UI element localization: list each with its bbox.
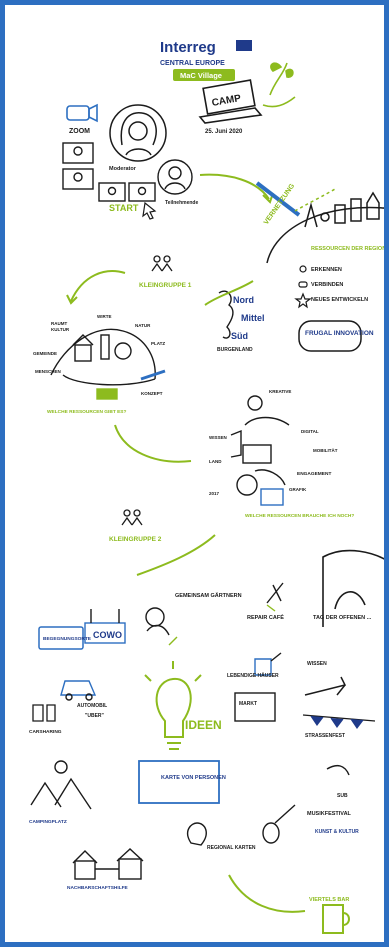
cursor-icon [143, 203, 155, 219]
group1-tag-2: KULTUR [51, 327, 70, 332]
wissen-label: WISSEN [307, 661, 327, 667]
interreg-logo: Interreg CENTRAL EUROPE MaC Village [160, 39, 252, 81]
exchange-arrows-icon [305, 677, 345, 695]
camp-label: CAMPINGPLATZ [29, 819, 67, 825]
guitar-icon [263, 805, 295, 843]
participant-portrait [158, 160, 192, 194]
camp-title: CAMP [211, 93, 242, 109]
bar-label: VIERTELS BAR [309, 897, 349, 903]
center-tag-2: DIGITAL [301, 429, 319, 434]
center-tag-4: ENGAGEMENT [297, 471, 331, 477]
frugal-label: FRUGAL INNOVATION [305, 330, 374, 337]
repair-tools-icon [267, 583, 283, 611]
streetfest-label: STRASSENFEST [305, 733, 345, 739]
group1-people-icon [152, 256, 172, 271]
village-sketch [51, 329, 165, 399]
kunst-label: KUNST & KULTUR [315, 829, 359, 835]
cowo-label: COWO [93, 630, 122, 640]
resources-item-1: ERKENNEN [311, 267, 342, 273]
camp-date: 25. Juni 2020 [205, 129, 243, 135]
center-tag-6: WISSEN [209, 435, 227, 440]
center-tag-7: LAND [209, 459, 222, 464]
nord-label: Nord [233, 295, 254, 305]
car-icon [61, 681, 95, 700]
bar-glass-icon [323, 905, 349, 933]
lebendige-label: LEBENDIGE HÄUSER [227, 672, 279, 679]
mittel-label: Mittel [241, 313, 265, 323]
zoom-label: ZOOM [69, 128, 90, 135]
lightbulb-icon [145, 661, 201, 749]
moderator-label: Moderator [109, 166, 137, 172]
eu-flag-icon [236, 40, 252, 51]
nachbarschaft-label: NACHBARSCHAFTSHILFE [67, 885, 129, 891]
markt-label: MARKT [239, 701, 257, 707]
repair-label: REPAIR CAFÉ [247, 613, 284, 621]
group1-tag-1: RAUMT [51, 321, 67, 326]
center-question: WELCHE RESSOURCEN BRAUCHE ICH NOCH? [245, 513, 354, 519]
logo-region: CENTRAL EUROPE [160, 60, 225, 67]
project-name: MaC Village [180, 71, 222, 80]
arch-door [335, 592, 365, 609]
uber-label: "UBER" [85, 713, 105, 719]
map-pin-icon [188, 823, 207, 845]
watering-can-icon [255, 653, 281, 675]
gemeinsam-label: GEMEINSAM GÄRTNERN [175, 592, 242, 599]
resources-item-2: VERBINDEN [311, 282, 343, 288]
resources-item-3: NEUES ENTWICKELN [311, 297, 368, 303]
group2-people-icon [122, 510, 142, 525]
group1-tag-7: MENSCHEN [35, 369, 61, 374]
karte-label: KARTE VON PERSONEN [161, 775, 226, 781]
group1-tag-4: WIRTE [97, 314, 112, 319]
group1-label: KLEINGRUPPE 1 [139, 282, 192, 289]
regional-label: REGIONAL KARTEN [207, 845, 256, 851]
houses-icon [73, 849, 143, 879]
group1-tag-8: KONZEPT [141, 391, 163, 396]
participant-label: Teilnehmende [165, 200, 198, 206]
vernetzung-label: VERNETZUNG [263, 182, 297, 226]
sketchnote-drawing: Interreg CENTRAL EUROPE MaC Village CAMP… [5, 5, 389, 947]
center-tag-3: MOBILITÄT [313, 447, 338, 453]
gardener-icon [146, 608, 177, 645]
markt-stand [235, 693, 275, 721]
sued-label: Süd [231, 331, 248, 341]
mobil-label: AUTOMOBIL [77, 703, 107, 709]
zoom-camera-icon [67, 105, 97, 121]
group1-tag-5: NATUR [135, 323, 151, 328]
group2-label: KLEINGRUPPE 2 [109, 536, 162, 543]
resources-title: RESSOURCEN DER REGION [311, 246, 386, 252]
ideen-label: IDEEN [185, 718, 222, 732]
flow-arrow-3 [71, 271, 125, 301]
palm-icon [327, 766, 349, 775]
start-label: START [109, 203, 139, 213]
resource-cluster [231, 396, 289, 505]
center-tag-8: 2017 [209, 491, 220, 496]
tag-der-offenen-label: TAG DER OFFENEN ... [313, 615, 372, 621]
begegnung-label: BEGEGNUNGSORTE [43, 636, 92, 642]
carsharing-icon [33, 705, 55, 721]
flow-arrow-6 [229, 875, 305, 912]
resources-icons [296, 266, 310, 307]
flow-arrow-4 [115, 425, 191, 462]
group1-tag-3: GEMEINDE [33, 351, 57, 356]
musik-label: MUSIKFESTIVAL [307, 811, 352, 817]
moderator-portrait [110, 105, 166, 161]
group1-question: WELCHE RESSOURCEN GIBT ES? [47, 409, 126, 415]
logo-brand: Interreg [160, 39, 216, 56]
carsharing-label: CARSHARING [29, 729, 62, 735]
burgenland-label: BURGENLAND [217, 347, 253, 353]
campsite-sketch [31, 761, 91, 809]
karte-board [139, 761, 219, 803]
group1-tag-6: PLATZ [151, 341, 165, 346]
participant-screens [63, 143, 155, 201]
center-tag-1: KREATIVE [269, 389, 291, 394]
sub-label: SUB [337, 793, 348, 799]
center-tag-5: GRAFIK [289, 487, 307, 492]
flow-arrow-1 [200, 175, 269, 199]
